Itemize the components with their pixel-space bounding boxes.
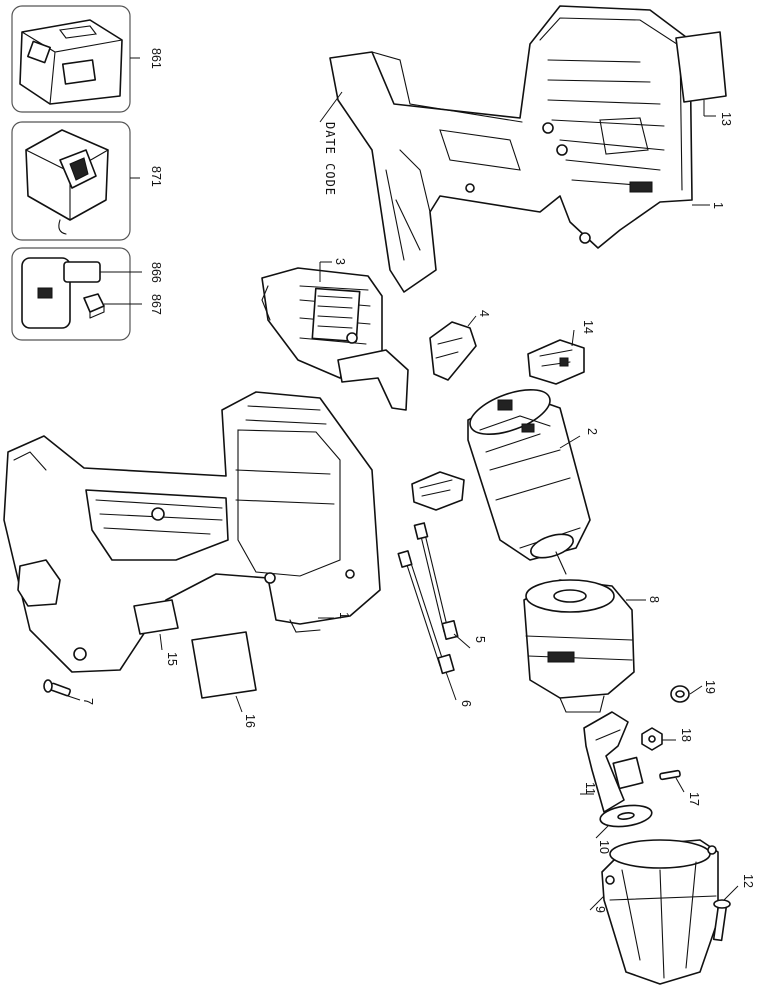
nose-housing xyxy=(601,839,719,985)
screw-12 xyxy=(712,899,731,942)
callout-13: 13 xyxy=(719,112,733,126)
callout-6: 6 xyxy=(459,700,473,707)
callout-861: 861 xyxy=(149,48,163,69)
callout-871: 871 xyxy=(149,166,163,187)
washer-10 xyxy=(599,804,653,828)
callout-3: 3 xyxy=(333,258,347,265)
callout-2: 2 xyxy=(585,428,599,435)
nut-18 xyxy=(641,727,663,751)
callout-19: 19 xyxy=(703,680,717,694)
gearbox xyxy=(523,579,635,713)
kit-box-bits xyxy=(11,247,131,341)
switch-assembly xyxy=(261,267,409,411)
date-code-label: DATE CODE xyxy=(323,122,337,196)
motor xyxy=(467,389,591,575)
callout-7: 7 xyxy=(81,698,95,705)
wire-lead-5 xyxy=(413,522,459,641)
forward-reverse-button xyxy=(429,321,477,381)
callout-8: 8 xyxy=(647,596,661,603)
brush-holder-top xyxy=(527,339,585,385)
callout-12: 12 xyxy=(741,874,755,888)
callout-15: 15 xyxy=(165,652,179,666)
callout-18: 18 xyxy=(679,728,693,742)
kit-box-charger xyxy=(11,121,131,241)
wire-lead-6 xyxy=(397,550,455,675)
callout-866: 866 xyxy=(149,262,163,283)
callout-14: 14 xyxy=(581,320,595,334)
kit-box-panel xyxy=(11,5,131,113)
callout-9: 9 xyxy=(593,906,607,913)
screw-7 xyxy=(43,679,72,697)
brush-holder-left xyxy=(411,471,465,511)
callout-5: 5 xyxy=(473,636,487,643)
callout-4: 4 xyxy=(477,310,491,317)
housing-half-bottom xyxy=(3,391,381,673)
label-15 xyxy=(133,599,179,635)
anvil xyxy=(583,711,644,813)
bumper-19 xyxy=(670,685,690,703)
housing-half-top xyxy=(329,5,693,293)
callout-17: 17 xyxy=(687,792,701,806)
callout-10: 10 xyxy=(597,840,611,854)
label-16 xyxy=(191,631,257,699)
callout-1-bottom: 1 xyxy=(337,612,351,619)
pin-17 xyxy=(659,769,681,781)
label-13 xyxy=(675,31,727,103)
date-code-pointer xyxy=(319,91,343,123)
callout-16: 16 xyxy=(243,714,257,728)
callout-867: 867 xyxy=(149,294,163,315)
callout-11: 11 xyxy=(583,782,597,795)
callout-1-top: 1 xyxy=(711,202,725,209)
